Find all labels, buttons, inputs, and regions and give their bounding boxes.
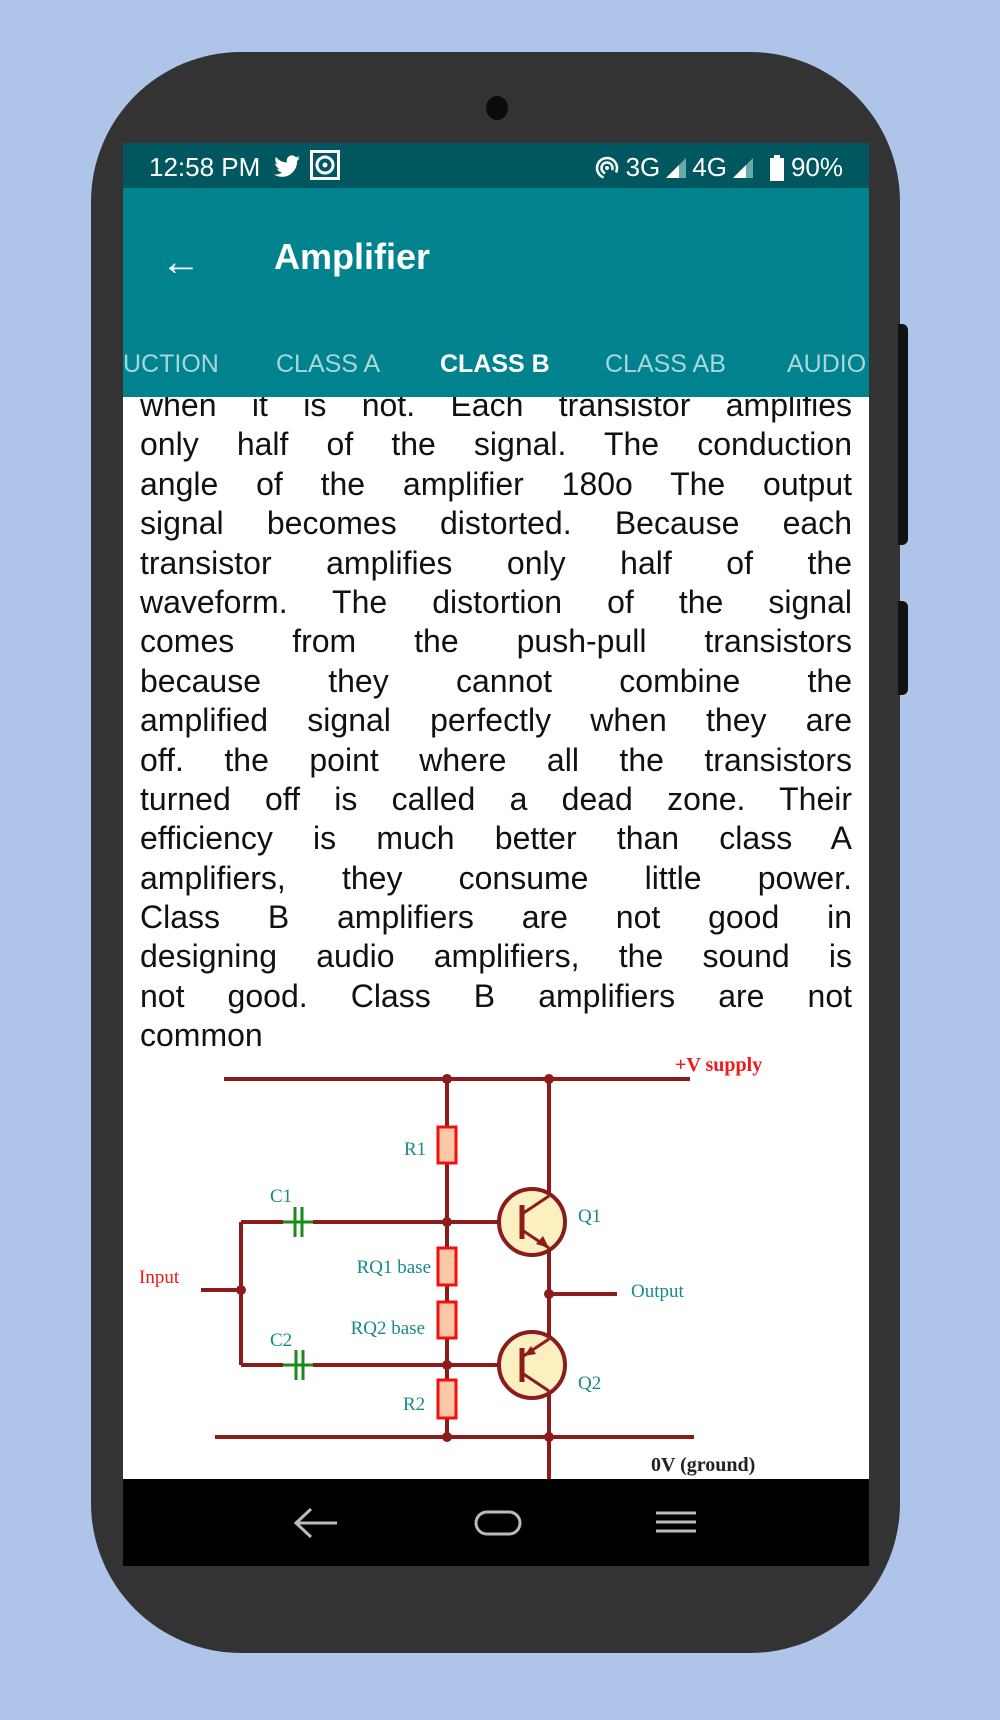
- status-bar: 12:58 PM 3G 4G 90%: [123, 143, 869, 188]
- home-icon[interactable]: [474, 1510, 522, 1536]
- article-line: angle of the amplifier 180o The output: [140, 465, 852, 502]
- label-rq2: RQ2 base: [351, 1318, 425, 1339]
- label-q2: Q2: [578, 1373, 601, 1394]
- article-line: Class B amplifiers are not good in: [140, 899, 852, 936]
- label-q1: Q1: [578, 1206, 601, 1227]
- back-button[interactable]: ←: [161, 240, 201, 285]
- label-ground: 0V (ground): [651, 1454, 755, 1476]
- network-4g: 4G: [692, 152, 727, 182]
- article-line: signal becomes distorted. Because each: [140, 505, 852, 542]
- camera: [486, 96, 508, 120]
- tab-introduction[interactable]: UCTION: [123, 350, 219, 378]
- junction-dots: [236, 1074, 554, 1442]
- article-line: comes from the push-pull transistors: [140, 623, 852, 660]
- article-line: waveform. The distortion of the signal: [140, 583, 852, 620]
- tab-class-ab[interactable]: CLASS AB: [605, 350, 726, 378]
- label-rq1: RQ1 base: [357, 1257, 431, 1278]
- article-line: because they cannot combine the: [140, 662, 852, 699]
- tab-class-b[interactable]: CLASS B: [440, 350, 550, 378]
- resistor-rq1: [436, 1246, 458, 1287]
- tab-bar: UCTION CLASS A CLASS B CLASS AB AUDIO: [123, 330, 869, 397]
- label-r1: R1: [404, 1139, 426, 1160]
- capacitors: [283, 1207, 313, 1380]
- article-line: common: [140, 1017, 263, 1054]
- article-line: turned off is called a dead zone. Their: [140, 780, 852, 817]
- article-line: designing audio amplifiers, the sound is: [140, 938, 852, 975]
- back-icon[interactable]: [293, 1507, 339, 1539]
- battery-icon: [769, 154, 784, 181]
- battery-percent: 90%: [790, 152, 843, 182]
- resistor-r2: [436, 1378, 458, 1420]
- article-text: when it is not. Each transistor amplifie…: [140, 397, 852, 1056]
- screen: 12:58 PM 3G 4G 90% ← Amplifier UCTION CL…: [123, 143, 869, 1566]
- article-line: transistor amplifies only half of the: [140, 544, 852, 581]
- notification-app-icon: [310, 150, 340, 180]
- tab-audio[interactable]: AUDIO: [787, 350, 867, 378]
- article-line: efficiency is much better than class A: [140, 820, 852, 857]
- article-content[interactable]: when it is not. Each transistor amplifie…: [123, 397, 869, 1566]
- class-b-amplifier-diagram: R1 R2 RQ1 base RQ2 base C1 C2 Q1 Q2 Outp…: [139, 1054, 762, 1479]
- network-3g: 3G: [625, 152, 661, 182]
- navigation-bar: [123, 1479, 869, 1566]
- label-output: Output: [631, 1281, 685, 1302]
- article-line: only half of the signal. The conduction: [140, 426, 852, 463]
- signal-icon: [666, 157, 687, 178]
- page-title: Amplifier: [274, 236, 431, 277]
- menu-icon[interactable]: [655, 1510, 697, 1534]
- label-supply: +V supply: [675, 1054, 762, 1076]
- transistor-q2: [497, 1330, 567, 1400]
- article-line: amplified signal perfectly when they are: [140, 702, 852, 739]
- resistor-r1: [436, 1125, 458, 1165]
- article-line: when it is not. Each transistor amplifie…: [140, 397, 852, 423]
- hotspot-icon: [595, 156, 618, 179]
- article-line: not good. Class B amplifiers are not: [140, 977, 852, 1014]
- transistor-q1: [497, 1187, 567, 1257]
- label-input: Input: [139, 1267, 180, 1288]
- resistors: [436, 1125, 458, 1420]
- status-time: 12:58 PM: [149, 152, 261, 182]
- arrow-left-icon: ←: [161, 240, 201, 284]
- label-c1: C1: [270, 1186, 292, 1207]
- status-right: 3G 4G 90%: [594, 152, 843, 183]
- article-line: off. the point where all the transistors: [140, 741, 852, 778]
- tab-class-a[interactable]: CLASS A: [276, 350, 381, 378]
- label-c2: C2: [270, 1330, 292, 1351]
- signal-icon: [732, 157, 753, 178]
- twitter-icon: [274, 155, 300, 177]
- article-line: amplifiers, they consume little power.: [140, 859, 852, 896]
- app-toolbar: ← Amplifier UCTION CLASS A CLASS B CLASS…: [123, 188, 869, 438]
- resistor-rq2: [436, 1300, 458, 1340]
- label-r2: R2: [403, 1394, 425, 1415]
- power-button[interactable]: [898, 324, 908, 545]
- volume-button[interactable]: [898, 601, 908, 695]
